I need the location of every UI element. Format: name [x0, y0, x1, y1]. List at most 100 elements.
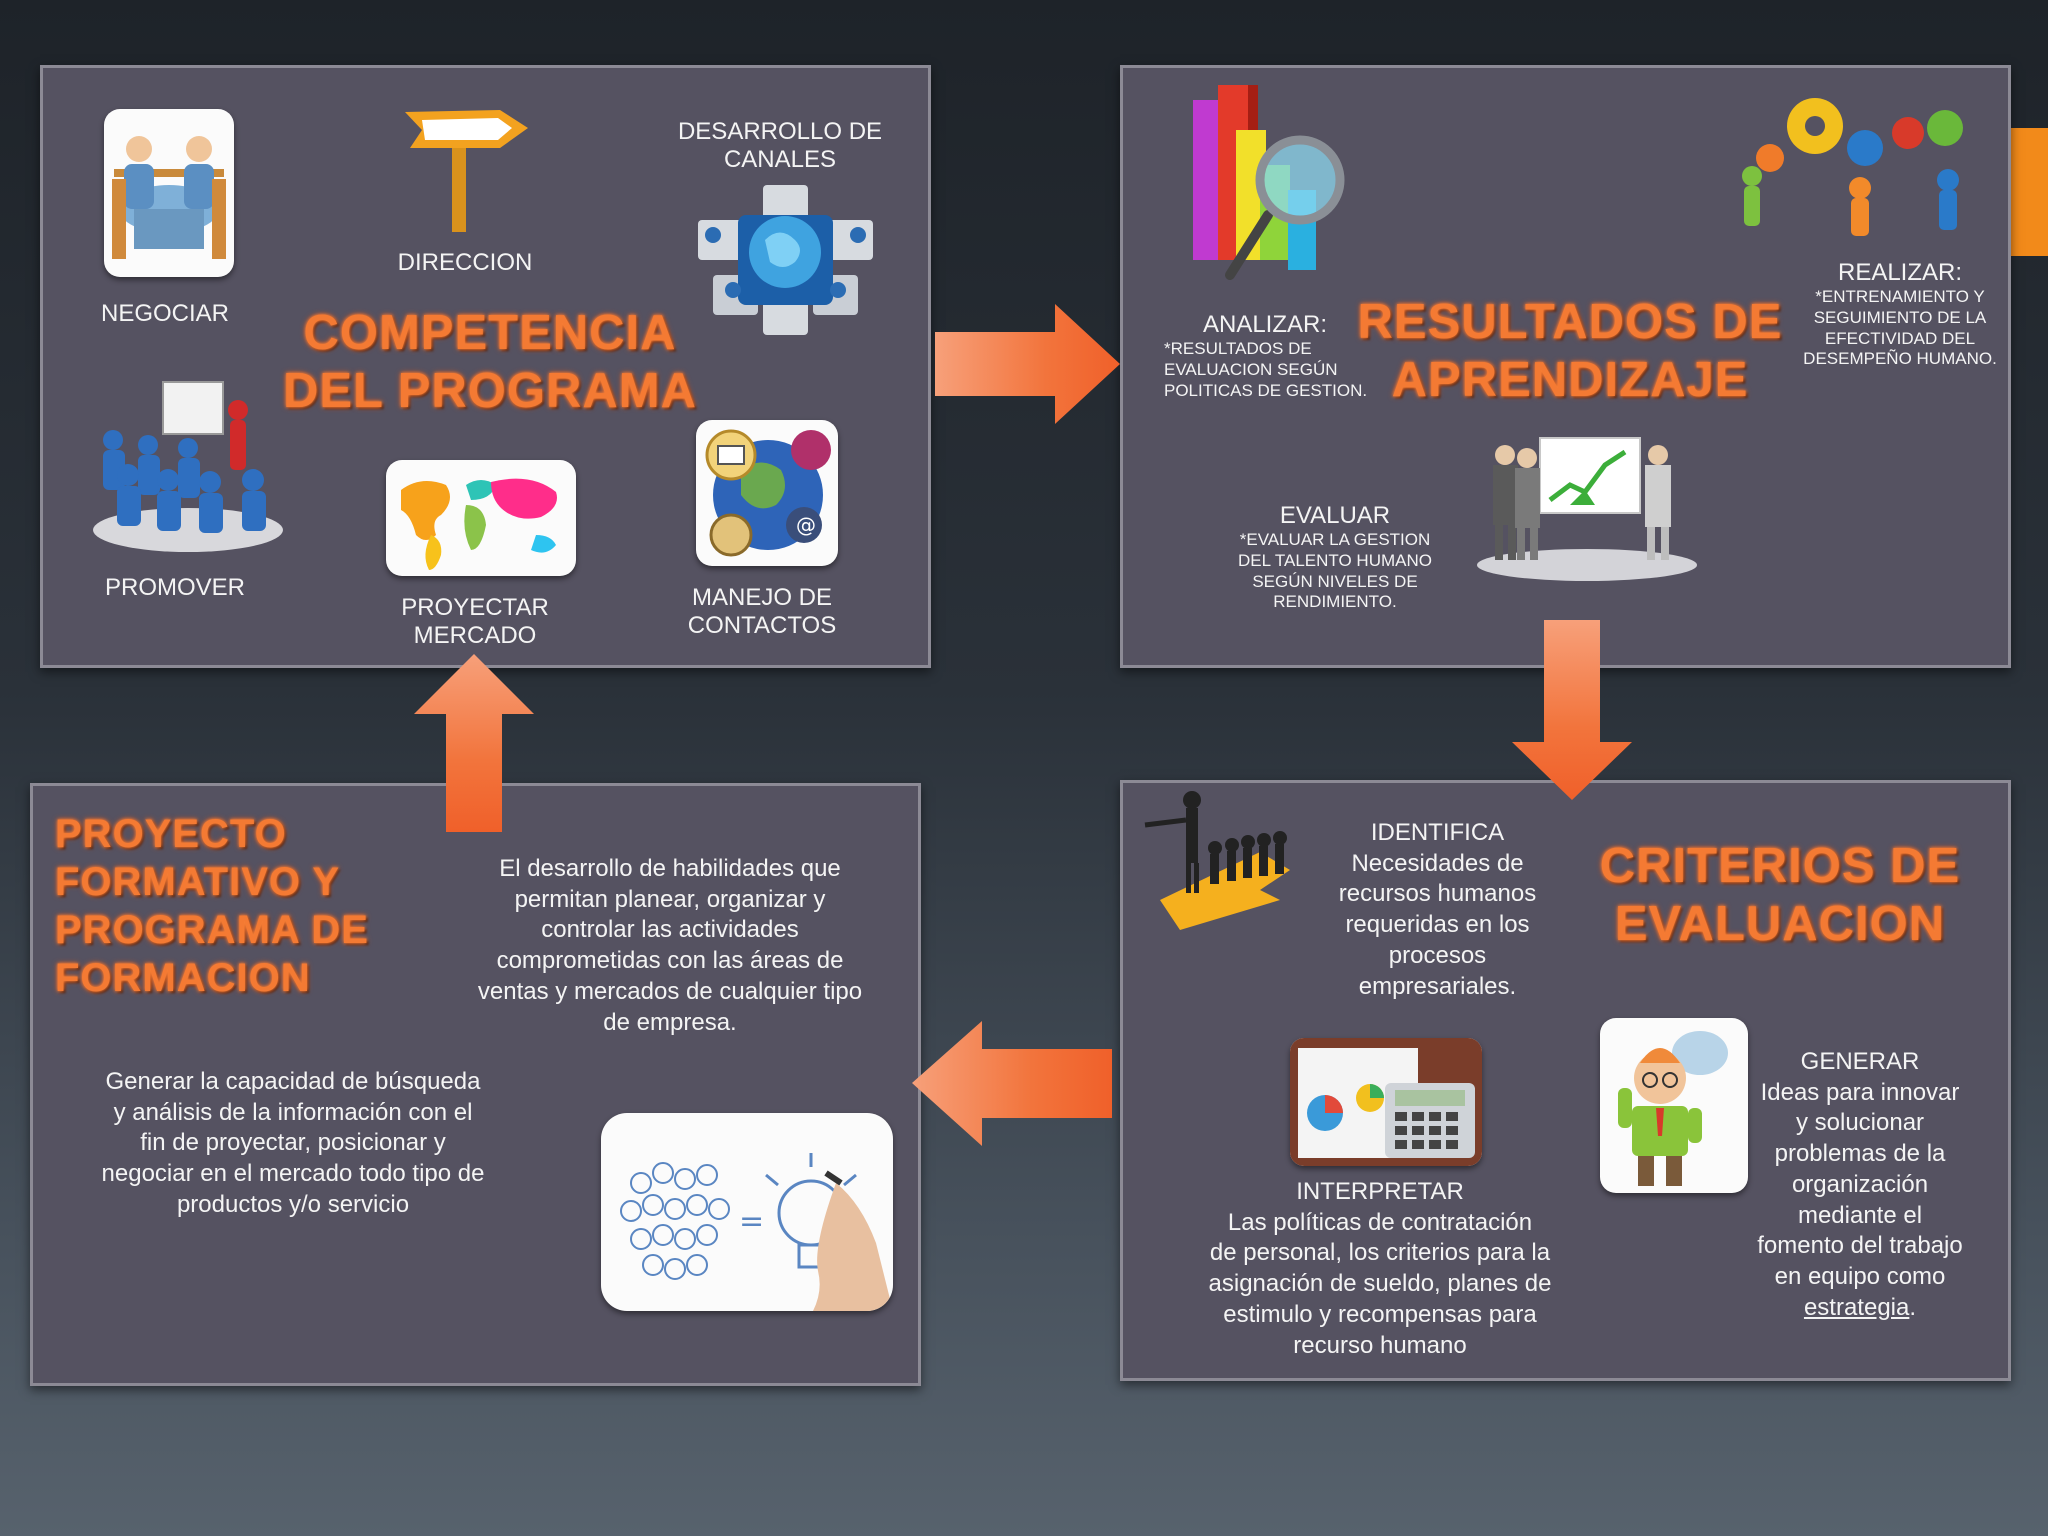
interpretar-block: INTERPRETAR Las políticas de contratació… [1180, 1177, 1580, 1361]
interpretar-line: recurso humano [1293, 1331, 1467, 1359]
generar-period: . [1909, 1293, 1917, 1321]
manejo-label-line1: MANEJO DE [691, 584, 832, 611]
evaluar-label: EVALUAR [1279, 502, 1391, 529]
promover-label: PROMOVER [104, 574, 245, 601]
arrow-left [912, 1021, 1112, 1146]
identifica-line: Necesidades de [1351, 849, 1524, 877]
resultados-title: RESULTADOS DE APRENDIZAJE [1355, 294, 1785, 410]
interpretar-label: INTERPRETAR [1296, 1178, 1464, 1205]
equals-sign: = [739, 1204, 764, 1239]
contacts-globe-icon: @ [696, 420, 838, 566]
realizar-line: DESEMPEÑO HUMANO. [1803, 349, 1997, 369]
identifica-line: recursos humanos [1338, 880, 1537, 908]
thinking-man-icon [1600, 1018, 1748, 1193]
desarrollo-label-line2: CANALES [723, 146, 837, 174]
proyecto-title-line4: FORMACION [55, 956, 311, 1000]
business-chart-icon [1475, 430, 1700, 585]
arrow-right [935, 304, 1120, 424]
realizar-block: REALIZAR: *ENTRENAMIENTO Y SEGUIMIENTO D… [1795, 259, 2005, 370]
identifica-line: empresariales. [1358, 972, 1517, 1000]
interpretar-line: estimulo y recompensas para [1223, 1300, 1537, 1328]
calculator-report-icon [1290, 1038, 1482, 1166]
generar-line: y solucionar [1795, 1109, 1925, 1137]
proyecto-title-line2: FORMATIVO Y [55, 860, 341, 904]
evaluar-line: DEL TALENTO HUMANO [1238, 550, 1432, 570]
paragraph1-line: permitan planear, organizar y [514, 885, 826, 913]
paragraph1-line: ventas y mercados de cualquier tipo [477, 977, 863, 1005]
generar-last-line: estrategia. [1730, 1293, 1990, 1324]
identifica-line: requeridas en los [1345, 911, 1530, 939]
globe-puzzle-icon [683, 180, 888, 340]
paragraph2-line: productos y/o servicio [176, 1190, 410, 1218]
arrow-down [1512, 620, 1632, 800]
competencia-title: COMPETENCIA DEL PROGRAMA [280, 305, 700, 421]
proyecto-title: PROYECTO FORMATIVO Y PROGRAMA DE FORMACI… [55, 810, 395, 1002]
world-map-icon [386, 460, 576, 576]
paragraph2-line: y análisis de la información con el [113, 1098, 473, 1126]
analizar-block: ANALIZAR: *RESULTADOS DE EVALUACION SEGÚ… [1160, 311, 1370, 401]
identifica-line: procesos [1388, 941, 1487, 969]
paragraph1-line: comprometidas con las áreas de [496, 947, 844, 975]
leader-arrow-icon [1140, 790, 1305, 940]
analizar-line: EVALUACION SEGÚN [1164, 359, 1338, 379]
proyectar-label-line1: PROYECTAR [401, 594, 549, 621]
generar-line: Ideas para innovar [1760, 1078, 1960, 1106]
evaluar-line: RENDIMIENTO. [1273, 592, 1397, 612]
side-tab [2010, 128, 2048, 256]
criterios-title: CRITERIOS DE EVALUACION [1570, 838, 1990, 954]
identifica-block: IDENTIFICA Necesidades de recursos human… [1290, 818, 1585, 1002]
svg-text:@: @ [796, 513, 816, 537]
interpretar-line: Las políticas de contratación [1227, 1208, 1533, 1236]
signpost-icon [400, 100, 530, 235]
arrow-up [414, 654, 534, 832]
realizar-label: REALIZAR: [1837, 259, 1963, 286]
evaluar-line: SEGÚN NIVELES DE [1252, 571, 1418, 591]
criterios-title-line1: CRITERIOS DE [1599, 839, 1961, 893]
direccion-label: DIRECCION [397, 249, 533, 276]
evaluar-line: *EVALUAR LA GESTION [1239, 530, 1431, 550]
generar-label: GENERAR [1800, 1048, 1920, 1075]
lightbulbs-icon: = [601, 1113, 893, 1311]
proyecto-title-line3: PROGRAMA DE [55, 908, 369, 952]
paragraph2-line: fin de proyectar, posicionar y [140, 1129, 446, 1157]
presentation-icon [88, 380, 283, 555]
interpretar-line: de personal, los criterios para la [1209, 1239, 1551, 1267]
meeting-icon [104, 109, 234, 277]
manejo-label: MANEJO DE CONTACTOS [652, 584, 872, 640]
analizar-line: POLITICAS DE GESTION. [1164, 380, 1368, 400]
interpretar-line: asignación de sueldo, planes de [1208, 1270, 1552, 1298]
generar-line: organización [1791, 1170, 1929, 1198]
competencia-title-line1: COMPETENCIA [303, 306, 677, 360]
gears-team-icon [1730, 88, 1990, 238]
generar-line: mediante el [1797, 1201, 1923, 1229]
paragraph1-line: de empresa. [603, 1008, 737, 1036]
competencia-title-line2: DEL PROGRAMA [282, 363, 697, 418]
evaluar-block: EVALUAR *EVALUAR LA GESTION DEL TALENTO … [1220, 502, 1450, 613]
bar-chart-magnifier-icon [1188, 80, 1353, 285]
desarrollo-label: DESARROLLO DE CANALES [660, 118, 900, 174]
proyecto-paragraph1: El desarrollo de habilidades que permita… [455, 854, 885, 1038]
negociar-label: NEGOCIAR [100, 300, 229, 327]
generar-block: GENERAR Ideas para innovar y solucionar … [1730, 1047, 1990, 1323]
proyectar-label: PROYECTAR MERCADO [360, 594, 590, 650]
desarrollo-label-line1: DESARROLLO DE [677, 118, 883, 145]
manejo-label-line2: CONTACTOS [687, 612, 837, 640]
proyectar-label-line2: MERCADO [413, 622, 537, 650]
paragraph1-line: controlar las actividades [541, 916, 799, 944]
generar-line: en equipo como [1774, 1263, 1946, 1291]
resultados-title-line1: RESULTADOS DE [1357, 295, 1783, 349]
estrategia-link[interactable]: estrategia [1803, 1293, 1910, 1321]
paragraph2-line: negociar en el mercado todo tipo de [101, 1160, 485, 1188]
realizar-line: *ENTRENAMIENTO Y [1815, 287, 1985, 307]
resultados-title-line2: APRENDIZAJE [1391, 352, 1749, 407]
identifica-label: IDENTIFICA [1370, 819, 1505, 846]
paragraph1-line: El desarrollo de habilidades que [499, 855, 841, 882]
generar-line: problemas de la [1774, 1140, 1946, 1168]
analizar-label: ANALIZAR: [1202, 311, 1328, 338]
criterios-title-line2: EVALUACION [1614, 896, 1946, 951]
analizar-text: *RESULTADOS DE EVALUACION SEGÚN POLITICA… [1160, 339, 1370, 401]
paragraph2-line: Generar la capacidad de búsqueda [105, 1068, 481, 1095]
proyecto-paragraph2: Generar la capacidad de búsqueda y análi… [78, 1067, 508, 1221]
generar-line: fomento del trabajo [1757, 1232, 1963, 1260]
analizar-line: *RESULTADOS DE [1164, 339, 1312, 359]
